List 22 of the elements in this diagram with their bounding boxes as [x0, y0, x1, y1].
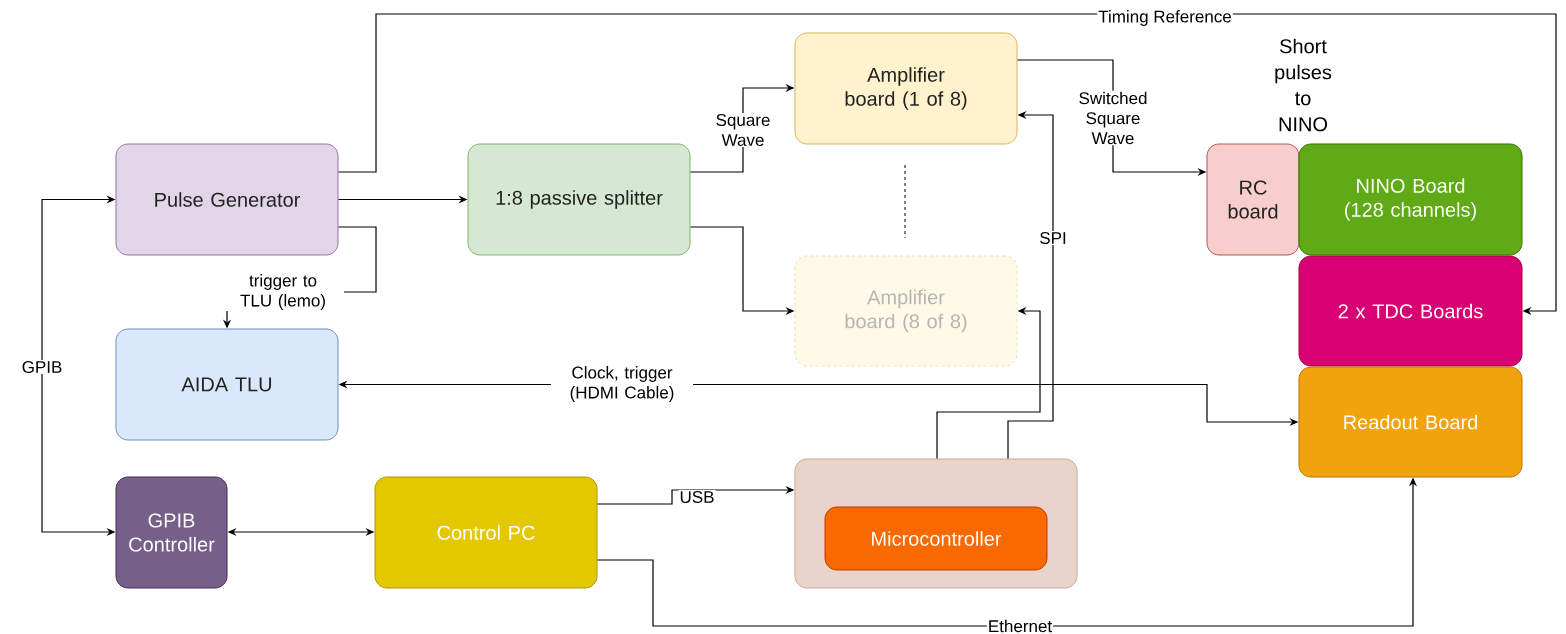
chip-box: Microcontroller [824, 506, 1048, 571]
process-box: AIDA TLU [115, 328, 339, 441]
process-box: GPIB Controller [115, 476, 228, 589]
edge-label: SPI [1038, 231, 1068, 245]
process-box: Pulse Generator [115, 143, 339, 256]
edge-label: Timing Reference [1097, 9, 1233, 27]
process-box: 2 x TDC Boards [1298, 255, 1523, 367]
annotation-text: Short pulses to NINO [1275, 38, 1332, 132]
process-box: 1:8 passive splitter [467, 143, 691, 256]
edge-label: Clock, trigger (HDMI Cable) [551, 365, 693, 403]
edge-label: GPIB [20, 360, 64, 374]
process-box: Amplifier board (8 of 8) [794, 255, 1018, 367]
connector-arrow [337, 13, 1557, 316]
process-box: Amplifier board (1 of 8) [794, 32, 1018, 145]
edge-label: Square Wave [707, 113, 779, 147]
process-box: Control PC [374, 476, 598, 589]
process-box: RC board [1206, 143, 1300, 256]
edge-label: Switched Square Wave [1067, 90, 1159, 146]
process-box: Readout Board [1298, 366, 1523, 478]
edge-label: Ethernet [986, 618, 1054, 634]
edge-label: trigger to TLU (lemo) [222, 273, 344, 311]
process-box: NINO Board (128 channels) [1298, 143, 1523, 256]
